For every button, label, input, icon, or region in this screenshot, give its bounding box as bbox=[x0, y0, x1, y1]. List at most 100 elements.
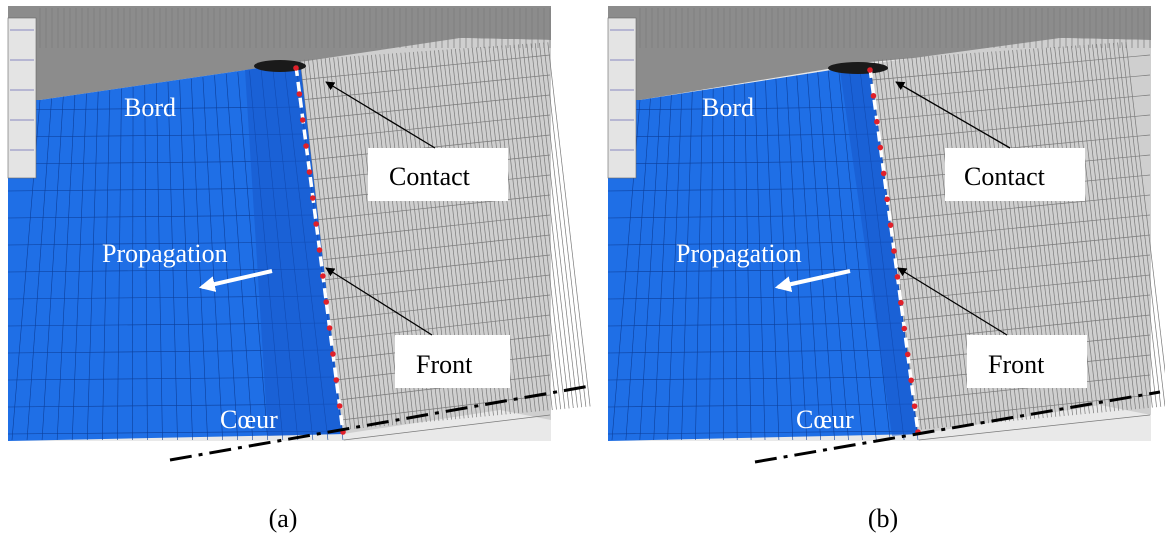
front-node-marker bbox=[904, 351, 911, 358]
mesh-line bbox=[1058, 46, 1103, 413]
mesh-line bbox=[607, 214, 890, 219]
mesh-line bbox=[607, 160, 883, 165]
mesh-line bbox=[488, 46, 532, 413]
front-node-marker bbox=[877, 144, 884, 151]
front-pointer-arrow-icon bbox=[897, 267, 1008, 336]
mesh-line bbox=[117, 88, 122, 441]
mesh-line bbox=[765, 80, 780, 441]
mesh-line bbox=[879, 114, 1151, 141]
label-front: Front bbox=[416, 350, 473, 379]
mesh-line bbox=[101, 90, 111, 441]
mesh-line bbox=[838, 68, 877, 441]
mesh-line bbox=[358, 55, 402, 425]
caption-a: (a) bbox=[269, 504, 298, 533]
mesh-line bbox=[41, 96, 64, 441]
mesh-line bbox=[733, 85, 738, 441]
mesh-line bbox=[325, 274, 551, 301]
mesh-line bbox=[337, 57, 381, 427]
front-node-marker bbox=[313, 221, 319, 227]
front-callout: Front bbox=[325, 267, 510, 388]
front-callout: Front bbox=[897, 267, 1087, 388]
mesh-line bbox=[1062, 46, 1107, 413]
symmetry-axis-line bbox=[169, 384, 591, 462]
mesh-line bbox=[681, 91, 693, 441]
mesh-line bbox=[1108, 43, 1153, 408]
mesh-line bbox=[895, 234, 1151, 261]
contact-pointer-arrow-icon bbox=[325, 81, 436, 149]
mesh-line bbox=[667, 93, 683, 441]
front-node-marker bbox=[908, 377, 914, 384]
front-node-marker bbox=[911, 403, 918, 409]
front-node-marker bbox=[870, 93, 877, 99]
mesh-line bbox=[333, 57, 377, 427]
mesh-line bbox=[796, 75, 821, 441]
mesh-line bbox=[303, 94, 551, 121]
mesh-line bbox=[324, 58, 368, 428]
mesh-line bbox=[1079, 45, 1124, 411]
front-node-marker bbox=[299, 117, 306, 123]
mesh-line bbox=[237, 72, 269, 441]
propagation-arrow-icon bbox=[774, 269, 851, 293]
mesh-line bbox=[1096, 44, 1141, 409]
mesh-line bbox=[775, 78, 794, 441]
mesh-line bbox=[695, 90, 704, 441]
mesh-line bbox=[132, 86, 134, 441]
mesh-line bbox=[1121, 42, 1165, 407]
front-node-marker bbox=[333, 377, 340, 383]
mesh-line bbox=[534, 43, 578, 408]
mesh-line bbox=[607, 430, 919, 435]
mesh-line bbox=[1092, 44, 1136, 410]
mesh-line bbox=[297, 54, 551, 81]
mesh-line bbox=[744, 83, 752, 441]
label-coeur: Cœur bbox=[796, 405, 854, 434]
label-contact: Contact bbox=[389, 162, 471, 191]
mesh-line bbox=[754, 81, 766, 441]
front-node-marker bbox=[293, 65, 299, 71]
mesh-line bbox=[827, 70, 863, 441]
front-node-marker bbox=[320, 273, 326, 279]
mesh-line bbox=[323, 254, 551, 281]
mesh-line bbox=[476, 47, 520, 414]
mesh-line bbox=[898, 58, 943, 428]
mesh-line bbox=[907, 57, 952, 427]
mesh-line bbox=[513, 44, 557, 410]
mesh-line bbox=[1054, 47, 1099, 413]
front-node-marker bbox=[891, 248, 897, 254]
mesh-line bbox=[190, 78, 208, 441]
mesh-line bbox=[543, 42, 587, 407]
front-pointer-arrow-icon bbox=[325, 267, 433, 336]
symmetry-axis-line bbox=[754, 390, 1161, 464]
mesh-line bbox=[1113, 42, 1157, 408]
mesh-line bbox=[318, 214, 551, 241]
mesh-line bbox=[911, 57, 956, 427]
mesh-line bbox=[1104, 43, 1149, 409]
mesh-line bbox=[607, 322, 904, 327]
mesh-line bbox=[522, 44, 566, 409]
mesh-line bbox=[320, 58, 364, 429]
mesh-line bbox=[56, 95, 76, 441]
contact-zone bbox=[828, 62, 888, 74]
propagation-arrow-icon bbox=[198, 269, 273, 292]
mesh-line bbox=[903, 57, 947, 428]
front-node-marker bbox=[306, 169, 313, 175]
mesh-line bbox=[526, 43, 570, 409]
front-node-marker bbox=[336, 403, 343, 409]
mesh-line bbox=[156, 83, 163, 441]
mesh-line bbox=[305, 114, 551, 141]
mesh-line bbox=[308, 134, 551, 161]
label-propagation: Propagation bbox=[102, 239, 228, 268]
mesh-line bbox=[890, 58, 935, 429]
label-bord: Bord bbox=[124, 93, 176, 122]
mesh-line bbox=[509, 44, 553, 411]
mesh-line bbox=[924, 56, 968, 426]
mesh-line bbox=[179, 80, 193, 441]
contact-pointer-arrow-icon bbox=[895, 81, 1011, 149]
mesh-line bbox=[897, 254, 1151, 281]
mesh-line bbox=[518, 44, 562, 410]
front-node-marker bbox=[303, 143, 309, 149]
contact-zone bbox=[254, 60, 306, 72]
mesh-line bbox=[530, 43, 574, 409]
mesh-line bbox=[315, 194, 551, 221]
mesh-line bbox=[919, 56, 964, 426]
